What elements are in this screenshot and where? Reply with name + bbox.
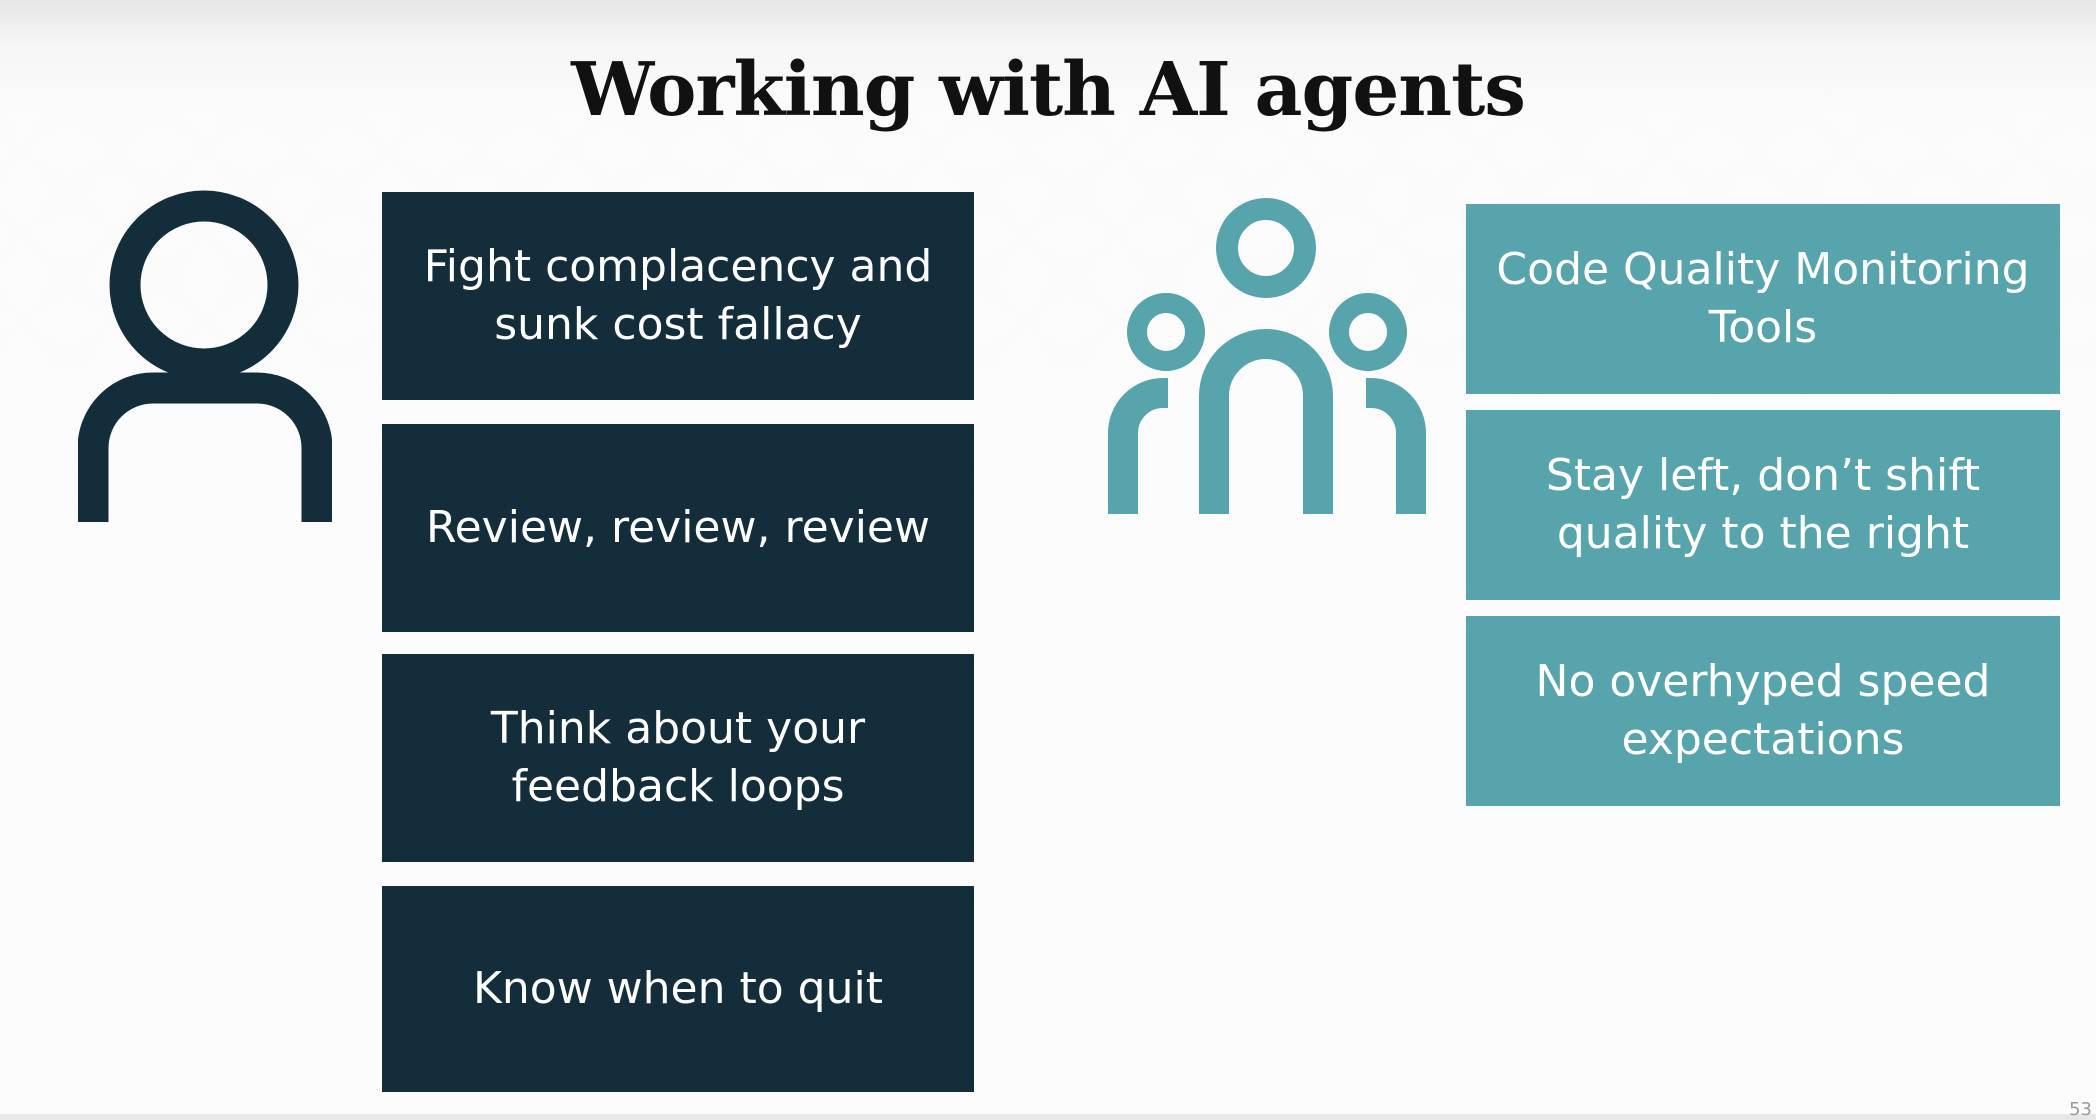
page-number: 53	[2069, 1099, 2092, 1120]
left-item-label: Know when to quit	[473, 963, 883, 1014]
right-item-stay-left: Stay left, don’t shift quality to the ri…	[1466, 410, 2060, 600]
left-item-review: Review, review, review	[382, 424, 974, 632]
slide-title: Working with AI agents	[571, 47, 1526, 133]
left-item-complacency: Fight complacency and sunk cost fallacy	[382, 192, 974, 400]
team-icon	[1108, 198, 1426, 514]
right-item-speed-expectations: No overhyped speed expectations	[1466, 616, 2060, 806]
left-item-label: Review, review, review	[426, 502, 930, 553]
right-item-label: Stay left, don’t shift quality to the ri…	[1545, 450, 1981, 559]
left-item-label: Fight complacency and sunk cost fallacy	[423, 241, 933, 350]
right-item-label: No overhyped speed expectations	[1535, 656, 1991, 765]
person-icon	[78, 190, 332, 522]
left-item-feedback-loops: Think about your feedback loops	[382, 654, 974, 862]
left-item-label: Think about your feedback loops	[490, 703, 866, 812]
right-item-code-quality-tools: Code Quality Monitoring Tools	[1466, 204, 2060, 394]
right-item-label: Code Quality Monitoring Tools	[1496, 244, 2030, 353]
left-item-know-when-to-quit: Know when to quit	[382, 886, 974, 1092]
